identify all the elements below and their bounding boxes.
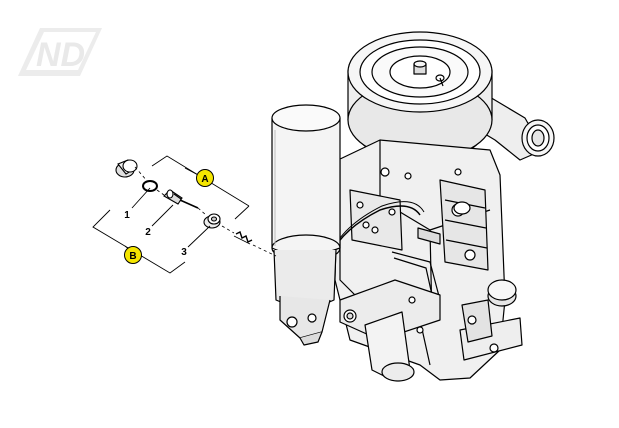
part-cap: [115, 159, 138, 178]
callout-b: B: [124, 246, 142, 264]
item-number-1: 1: [124, 210, 130, 221]
callout-a: A: [196, 169, 214, 187]
item-number-2: 2: [145, 227, 151, 238]
part-spring: [233, 231, 253, 245]
part-spacer: [203, 213, 221, 229]
bracket-lines: [92, 155, 250, 274]
watermark-logo: ND: [18, 28, 102, 76]
part-o-ring: [142, 180, 158, 192]
oil-filter-canister: [271, 104, 341, 346]
callout-a-label: A: [201, 174, 208, 185]
item-number-3: 3: [181, 247, 187, 258]
exploded-parts: [115, 159, 277, 257]
callout-b-label: B: [129, 251, 136, 262]
engine-assembly: [271, 31, 555, 382]
logo-text: ND: [36, 36, 85, 74]
part-valve-stem: [163, 189, 199, 209]
engine-block: [327, 139, 523, 382]
